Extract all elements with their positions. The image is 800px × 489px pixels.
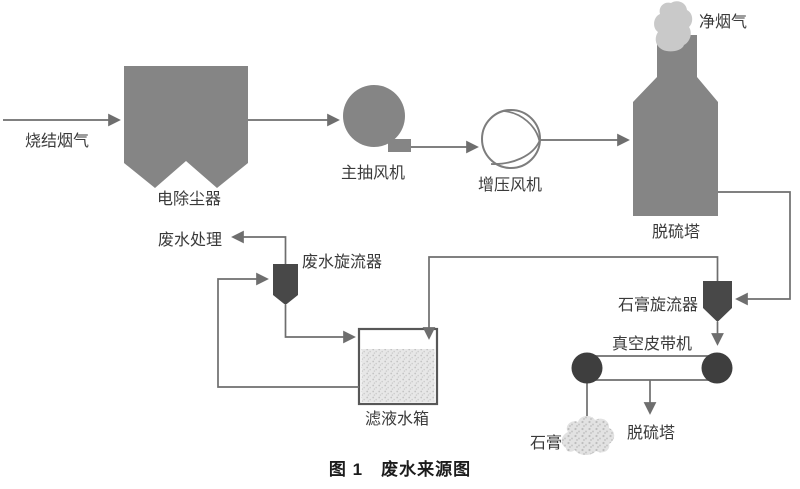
figure-caption: 图 1 废水来源图	[328, 460, 472, 479]
belt-right-pulley	[701, 352, 733, 384]
line-tank-to-wastewater-cyclone	[217, 272, 359, 388]
belt-left-pulley	[571, 352, 603, 384]
label-vacuum-belt: 真空皮带机	[612, 335, 692, 353]
booster-fan-shape	[481, 109, 541, 169]
booster-fan-blade-upper	[503, 110, 541, 142]
label-main-fan: 主抽风机	[341, 164, 405, 182]
label-clean-flue-gas: 净烟气	[699, 13, 747, 31]
gypsum-pile-icon	[561, 416, 615, 456]
main-fan-body	[343, 85, 405, 147]
wastewater-cyclone-shape	[273, 264, 298, 305]
label-filtrate-tank: 滤液水箱	[365, 410, 429, 428]
label-desulf-tower: 脱硫塔	[652, 223, 700, 241]
gypsum-cyclone-shape	[703, 281, 732, 322]
filtrate-tank-liquid	[361, 349, 435, 402]
booster-fan-casing	[481, 109, 541, 169]
booster-fan-blade-lower	[490, 140, 541, 165]
clean-gas-smoke-icon	[654, 1, 693, 52]
line-cyclone-to-wastewater-treatment	[231, 230, 287, 264]
line-cyclone-underflow-to-tank	[284, 305, 356, 344]
filtrate-tank-shape	[357, 327, 439, 406]
line-cyclone-overflow-to-tank	[422, 256, 719, 340]
label-gypsum: 石膏	[530, 433, 562, 452]
label-belt-to-tower: 脱硫塔	[627, 424, 675, 442]
label-wastewater-cyclone: 废水旋流器	[302, 253, 382, 271]
main-fan-shape	[343, 85, 411, 152]
label-sinter-flue-gas: 烧结烟气	[25, 132, 89, 150]
vacuum-belt-shape	[571, 352, 733, 384]
desulfurization-tower-shape	[633, 35, 718, 216]
label-esp: 电除尘器	[157, 190, 221, 208]
label-gypsum-cyclone: 石膏旋流器	[618, 295, 698, 314]
line-tower-to-gypsum-cyclone	[718, 191, 791, 306]
label-booster-fan: 增压风机	[478, 176, 542, 194]
flow-lines	[3, 113, 791, 421]
label-wastewater-treatment: 废水处理	[158, 231, 222, 249]
main-fan-outlet-tab	[388, 139, 411, 152]
electrostatic-precipitator-shape	[124, 66, 248, 188]
